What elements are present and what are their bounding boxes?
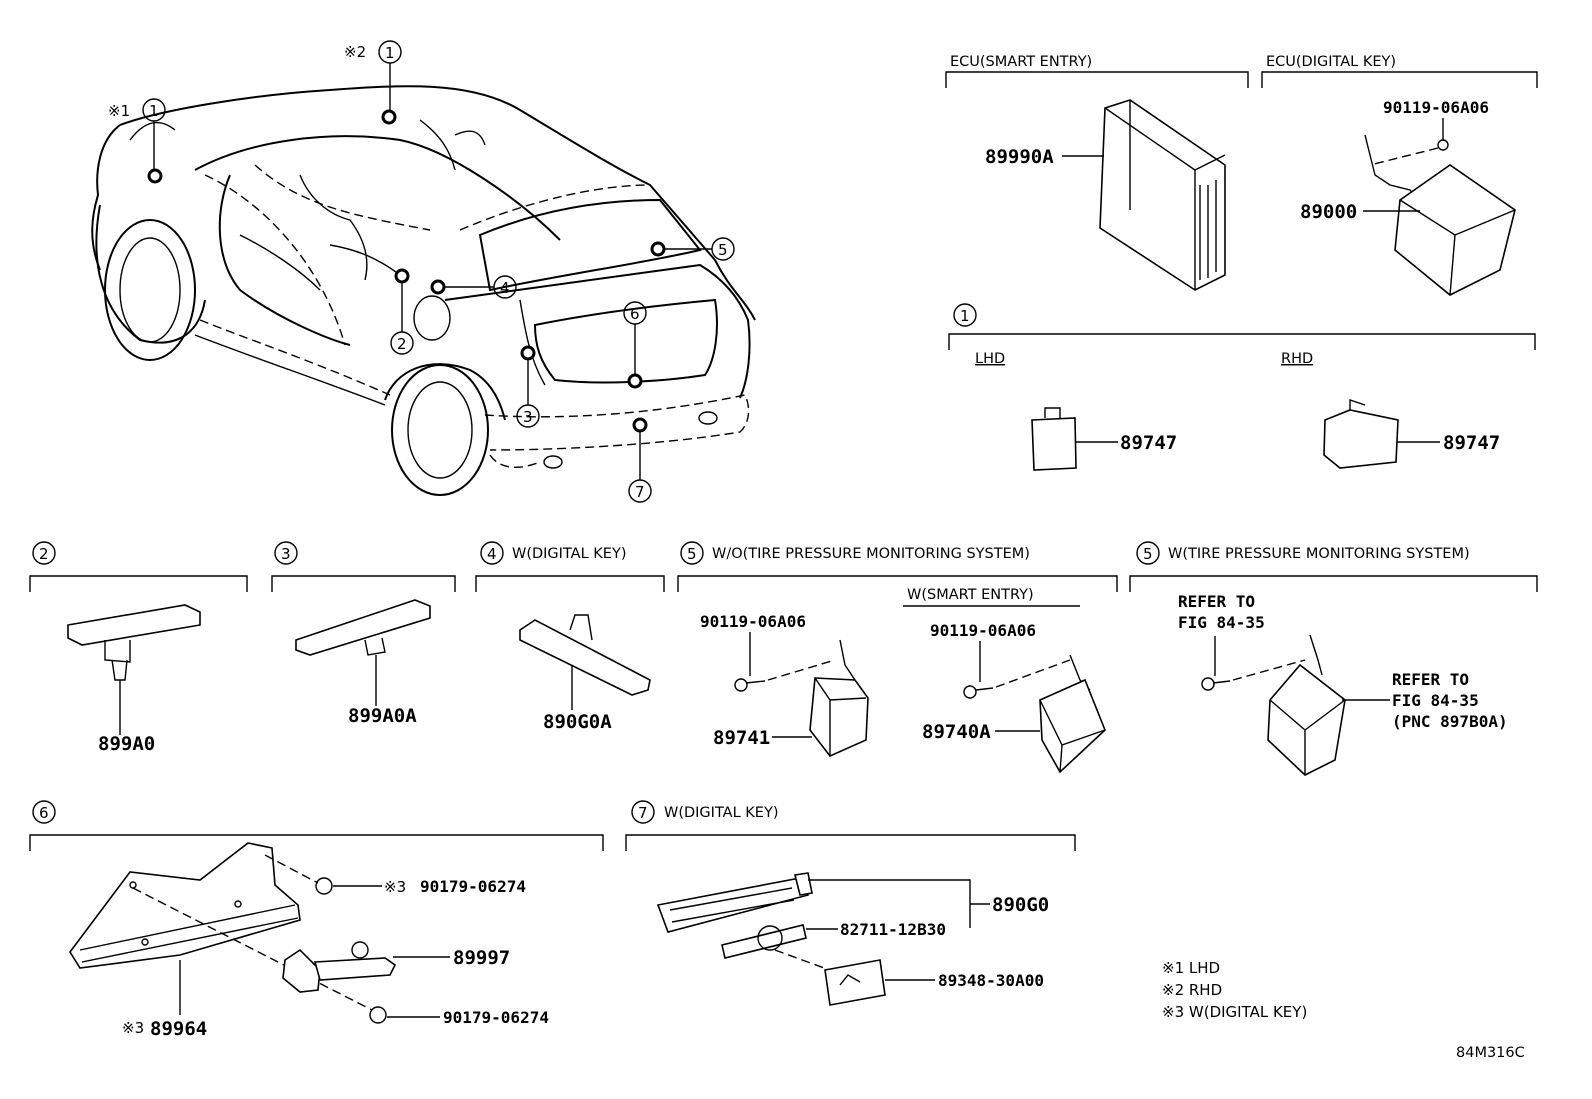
group5a-header: W/O(TIRE PRESSURE MONITORING SYSTEM) bbox=[712, 546, 1030, 562]
group6-num: 6 bbox=[39, 804, 49, 822]
part-899A0: 899A0 bbox=[98, 733, 155, 755]
group-5-without-tpms: 5 W/O(TIRE PRESSURE MONITORING SYSTEM) 9… bbox=[677, 541, 1118, 774]
group2-num: 2 bbox=[39, 545, 49, 563]
group5b-num: 5 bbox=[1143, 545, 1153, 563]
header-ecu-smart-entry: ECU(SMART ENTRY) bbox=[950, 54, 1092, 70]
callout-num-4: 4 bbox=[500, 279, 510, 297]
group7-header: W(DIGITAL KEY) bbox=[664, 805, 778, 821]
vehicle-illustration bbox=[91, 85, 756, 496]
callout-num-6: 6 bbox=[630, 305, 640, 323]
callout-num-1-lhd: 1 bbox=[149, 102, 159, 120]
refer2-line1: REFER TO bbox=[1392, 670, 1469, 689]
refer2-line2: FIG 84-35 bbox=[1392, 691, 1479, 710]
group-6: 6 ※3 90179-06274 89997 90179-06274 ※3 89… bbox=[29, 800, 604, 1040]
refer1-line1: REFER TO bbox=[1178, 592, 1255, 611]
group-7: 7 W(DIGITAL KEY) 890G0 82711-12B30 89348… bbox=[625, 800, 1076, 1006]
part-89741: 89741 bbox=[713, 727, 770, 749]
part-89990A: 89990A bbox=[985, 146, 1054, 168]
group3-num: 3 bbox=[281, 545, 291, 563]
mark-nut-top: ※3 bbox=[384, 878, 406, 896]
group7-num: 7 bbox=[638, 804, 648, 822]
nut-90179-06274-top: 90179-06274 bbox=[420, 877, 526, 896]
mark-bracket: ※3 bbox=[122, 1019, 144, 1037]
part-89740A: 89740A bbox=[922, 721, 991, 743]
group1-rhd-label: RHD bbox=[1281, 351, 1313, 367]
callout-num-1-rhd: 1 bbox=[385, 44, 395, 62]
refer1-line2: FIG 84-35 bbox=[1178, 613, 1265, 632]
callout-mark-lhd: ※1 bbox=[108, 102, 130, 120]
group-4: 4 W(DIGITAL KEY) 890G0A bbox=[475, 541, 665, 733]
group4-num: 4 bbox=[487, 545, 497, 563]
callout-num-2: 2 bbox=[397, 335, 407, 353]
callout-num-5: 5 bbox=[718, 241, 728, 259]
group-1: 1 LHD RHD 89747 89747 bbox=[948, 303, 1536, 471]
bolt-90119-06A06-a: 90119-06A06 bbox=[700, 612, 806, 631]
part-82711-12B30: 82711-12B30 bbox=[840, 920, 946, 939]
part-89747-lhd: 89747 bbox=[1120, 432, 1177, 454]
bolt-90119-06A06-dk: 90119-06A06 bbox=[1383, 98, 1489, 117]
part-890G0: 890G0 bbox=[992, 894, 1049, 916]
part-89997: 89997 bbox=[453, 947, 510, 969]
figure-code: 84M316C bbox=[1456, 1045, 1525, 1061]
bolt-90119-06A06-b: 90119-06A06 bbox=[930, 621, 1036, 640]
group5b-header: W(TIRE PRESSURE MONITORING SYSTEM) bbox=[1168, 546, 1470, 562]
part-899A0A: 899A0A bbox=[348, 705, 417, 727]
group1-num: 1 bbox=[960, 307, 970, 325]
group-ecu-smart-entry: ECU(SMART ENTRY) 89990A bbox=[945, 54, 1249, 291]
group-ecu-digital-key: ECU(DIGITAL KEY) 90119-06A06 89000 bbox=[1261, 54, 1538, 296]
group5a-sub-header: W(SMART ENTRY) bbox=[907, 587, 1034, 603]
part-890G0A: 890G0A bbox=[543, 711, 612, 733]
group-3: 3 899A0A bbox=[271, 541, 456, 727]
legend-item-2: ※2 RHD bbox=[1162, 981, 1222, 999]
callout-mark-rhd: ※2 bbox=[344, 43, 366, 61]
part-89747-rhd: 89747 bbox=[1443, 432, 1500, 454]
group4-header: W(DIGITAL KEY) bbox=[512, 546, 626, 562]
car-callouts: ※1 1 ※2 1 2 3 4 5 6 bbox=[108, 40, 735, 503]
group1-lhd-label: LHD bbox=[975, 351, 1005, 367]
legend-item-1: ※1 LHD bbox=[1162, 959, 1220, 977]
callout-num-7: 7 bbox=[635, 483, 645, 501]
legend-item-3: ※3 W(DIGITAL KEY) bbox=[1162, 1003, 1307, 1021]
callout-num-3: 3 bbox=[523, 408, 533, 426]
part-89000: 89000 bbox=[1300, 201, 1357, 223]
part-89964: 89964 bbox=[150, 1018, 207, 1040]
legend: ※1 LHD ※2 RHD ※3 W(DIGITAL KEY) bbox=[1162, 959, 1307, 1021]
group5a-num: 5 bbox=[687, 545, 697, 563]
part-89348-30A00: 89348-30A00 bbox=[938, 971, 1044, 990]
nut-90179-06274-bottom: 90179-06274 bbox=[443, 1008, 549, 1027]
refer2-line3: (PNC 897B0A) bbox=[1392, 712, 1508, 731]
group-5-with-tpms: 5 W(TIRE PRESSURE MONITORING SYSTEM) REF… bbox=[1129, 541, 1538, 776]
header-ecu-digital-key: ECU(DIGITAL KEY) bbox=[1266, 54, 1396, 70]
group-2: 2 899A0 bbox=[29, 541, 248, 755]
